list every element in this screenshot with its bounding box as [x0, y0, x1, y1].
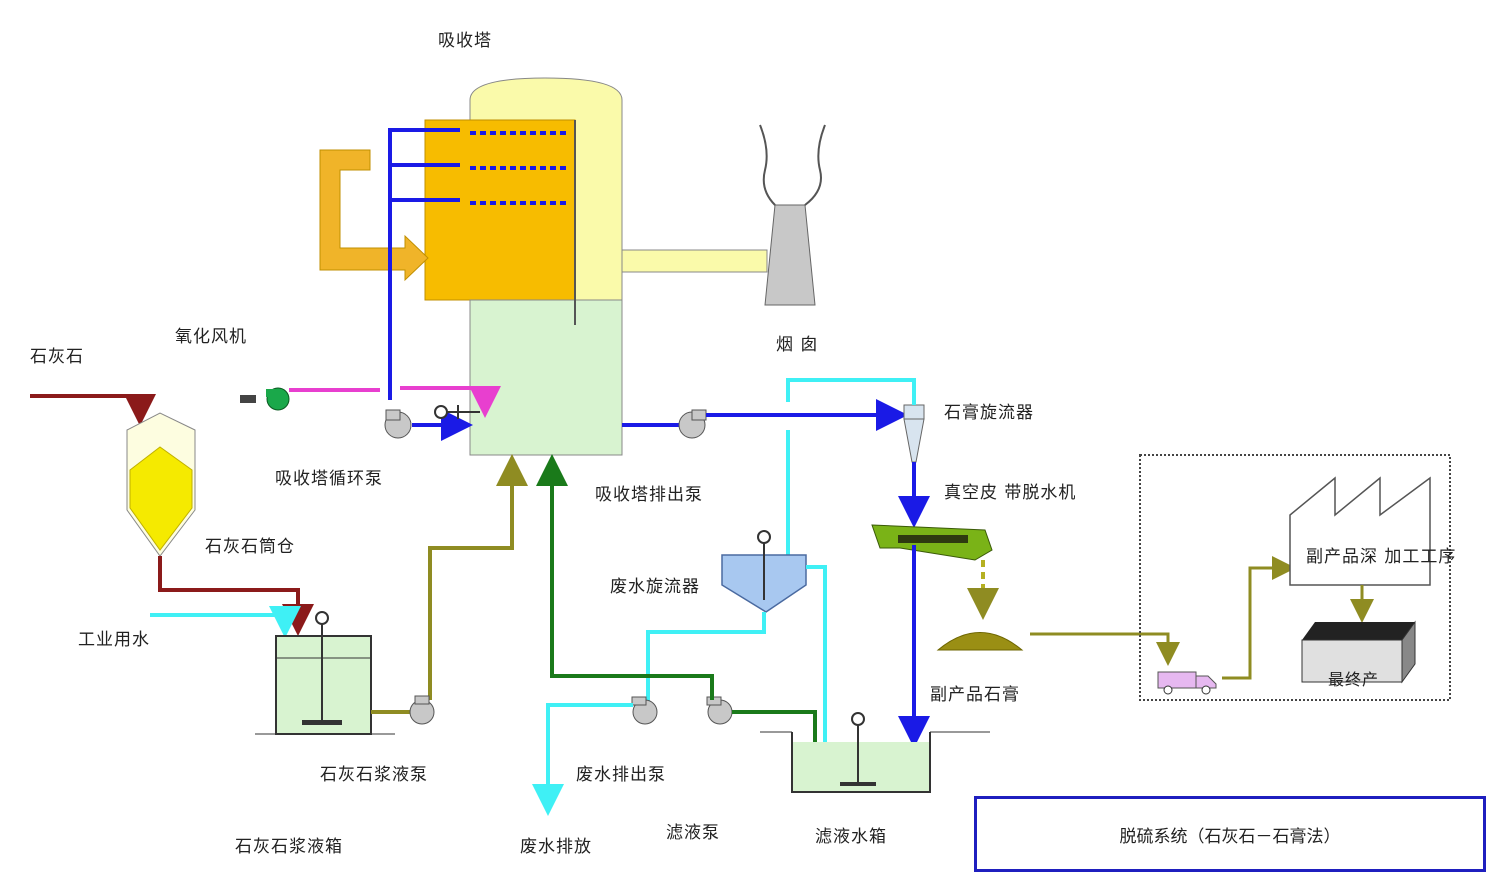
flue-gas-inlet-duct	[319, 149, 429, 282]
ww-pump	[631, 696, 658, 725]
ww-discharge-label: 废水排放	[520, 837, 592, 857]
factory	[1289, 476, 1431, 586]
valve	[434, 405, 480, 419]
filtrate-tank-label: 滤液水箱	[815, 827, 887, 847]
slurry-to-absorber-line	[428, 454, 528, 700]
filtrate-pump-label: 滤液泵	[666, 823, 720, 843]
limestone-slurry-tank	[255, 611, 395, 735]
gypsum-cyclone-label: 石膏旋流器	[944, 403, 1034, 423]
industrial-water-line	[150, 606, 301, 638]
truck	[1157, 671, 1217, 695]
slurry-tank-label: 石灰石浆液箱	[235, 837, 343, 857]
filtrate-return-line	[536, 454, 714, 700]
vacuum-belt-filter	[871, 524, 993, 561]
cyclone-overflow-line	[786, 378, 916, 405]
gypsum-pile	[936, 632, 1024, 651]
chimney-label: 烟 囱	[776, 335, 819, 355]
recirc-pump-label: 吸收塔循环泵	[275, 469, 383, 489]
filtrate-tank	[760, 712, 990, 793]
ww-cyclone-label: 废水旋流器	[610, 577, 700, 597]
truck-to-factory-line	[1222, 556, 1296, 680]
gypsum-cyclone	[903, 404, 925, 463]
bleed-pump	[678, 409, 707, 439]
absorber-tower	[424, 77, 768, 456]
diagram-title: 脱硫系统（石灰石－石膏法）	[1119, 826, 1341, 847]
final-product-label: 最终产	[1328, 670, 1380, 689]
bleed-pump-label: 吸收塔排出泵	[595, 485, 703, 505]
absorber-label: 吸收塔	[438, 31, 492, 51]
chimney	[759, 124, 826, 306]
downstream-box	[1139, 454, 1451, 701]
ww-cyclone-underflow	[646, 612, 766, 705]
oxidation-air-line-2	[400, 386, 501, 418]
ww-cyclone	[721, 530, 807, 613]
byproduct-gypsum-label: 副产品石膏	[930, 685, 1020, 705]
industrial-water-label: 工业用水	[78, 630, 150, 650]
spray-headers	[388, 128, 570, 400]
silo-to-tank-line	[158, 556, 314, 636]
limestone-feed-line	[30, 394, 156, 426]
limestone-silo-label: 石灰石筒仓	[205, 537, 295, 557]
further-process-label: 副产品深 加工工序	[1306, 547, 1457, 567]
ww-discharge-line	[532, 703, 633, 816]
slurry-pump-label: 石灰石浆液泵	[320, 765, 428, 785]
ww-pump-label: 废水排出泵	[576, 765, 666, 785]
ww-cyclone-overflow	[806, 565, 827, 745]
gypsum-to-truck-line	[1030, 632, 1180, 666]
final-product-block	[1301, 620, 1416, 684]
limestone-silo	[126, 412, 196, 557]
filtrate-pump	[706, 696, 733, 725]
limestone-label: 石灰石	[30, 347, 84, 367]
oxidation-blower	[240, 387, 290, 411]
recirc-pump	[384, 409, 412, 439]
title-box: 脱硫系统（石灰石－石膏法）	[974, 796, 1486, 872]
belt-filter-label: 真空皮 带脱水机	[944, 483, 1077, 503]
oxidation-blower-label: 氧化风机	[175, 327, 247, 347]
slurry-pump	[409, 695, 435, 725]
